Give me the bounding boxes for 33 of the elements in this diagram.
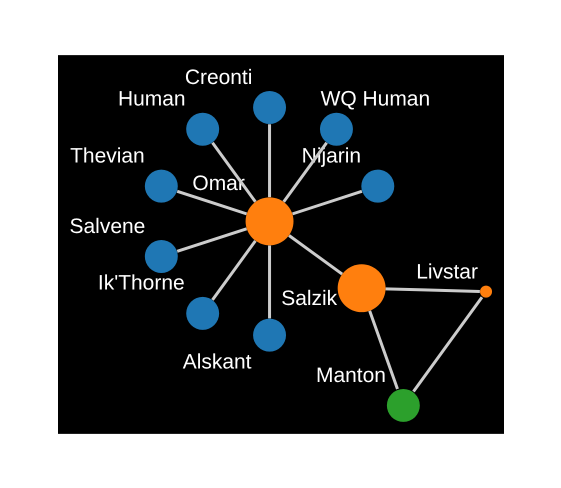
node-circle <box>144 240 178 272</box>
connector <box>292 189 362 215</box>
node-label: Salvene <box>69 214 145 238</box>
connector <box>268 124 271 197</box>
node-circle <box>360 169 394 202</box>
node-label: Salzik <box>280 286 337 310</box>
connector <box>368 310 398 389</box>
node-circle <box>386 388 420 422</box>
node-label: Ik'Thorne <box>97 271 184 294</box>
connector <box>412 296 483 392</box>
connector <box>288 234 343 275</box>
node-label: Alskant <box>182 350 251 373</box>
node-label: Thevian <box>70 144 144 167</box>
node-circle <box>480 285 492 298</box>
node-circle <box>252 90 286 124</box>
connector <box>210 239 256 300</box>
node-circle <box>186 296 219 330</box>
node-label: Livstar <box>416 260 478 283</box>
connector <box>282 141 328 202</box>
node-circle <box>252 318 286 352</box>
node-circle <box>144 169 178 202</box>
connector <box>268 244 271 318</box>
node-label: WQ Human <box>320 87 430 110</box>
node-circle <box>186 112 219 146</box>
connector <box>385 286 480 292</box>
node-circle <box>245 196 293 245</box>
node-circle <box>337 264 386 312</box>
node-label: Human <box>117 87 186 110</box>
node-circle <box>319 112 352 146</box>
connector <box>176 189 247 215</box>
node-label: Manton <box>315 363 386 386</box>
node-label: Creonti <box>184 65 252 88</box>
connector <box>176 226 247 252</box>
